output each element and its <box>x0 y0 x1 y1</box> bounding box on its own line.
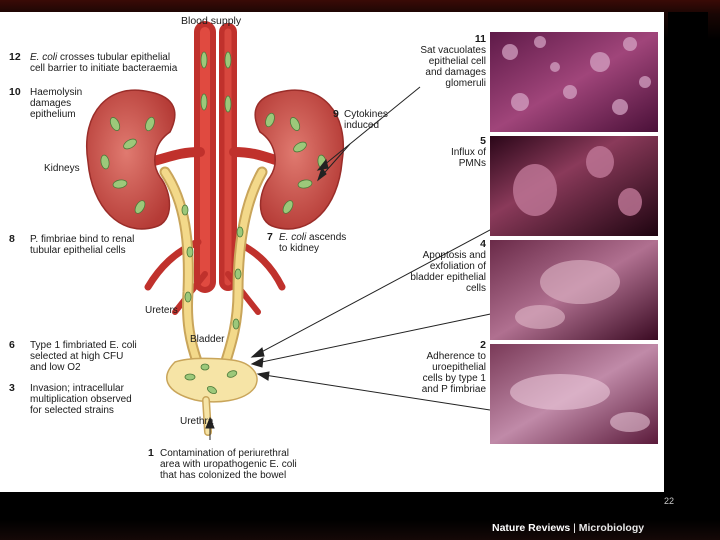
ureters-label: Ureters <box>145 305 178 316</box>
bacteria <box>100 51 327 395</box>
slide-edge-strip <box>668 12 708 492</box>
step-7: 7 E. coli ascends to kidney <box>267 231 347 255</box>
step-3: 3 Invasion; intracellular multiplication… <box>9 382 132 417</box>
step-10: 10 Haemolysin damages epithelium <box>9 86 83 121</box>
step-11: 11 Sat vacuolates epithelial cell and da… <box>420 33 486 90</box>
micrograph-pmns <box>490 136 658 236</box>
step-4: 4 Apoptosis and exfoliation of bladder e… <box>410 238 486 295</box>
step-6: 6 Type 1 fimbriated E. coli selected at … <box>9 339 137 374</box>
urethra-label: Urethra <box>180 416 214 427</box>
credit-journal: Nature Reviews <box>492 522 571 534</box>
step-8: 8 P. fimbriae bind to renal tubular epit… <box>9 233 135 257</box>
step-1: 1 Contamination of periurethral area wit… <box>148 447 297 482</box>
bladder <box>166 357 258 436</box>
ureters <box>159 166 268 370</box>
journal-credit: Nature Reviews | Microbiology <box>492 522 644 534</box>
credit-separator: | <box>570 522 579 534</box>
credit-section: Microbiology <box>578 522 645 534</box>
anatomy-illustration <box>86 21 658 444</box>
right-kidney <box>254 89 344 230</box>
step-9: 9 Cytokines induced <box>333 108 388 132</box>
micrograph-apoptosis <box>490 240 658 340</box>
step-12: 12 E. coli crosses tubular epithelial ce… <box>9 51 178 75</box>
micrograph-adherence <box>490 344 658 444</box>
step-2: 2 Adherence to uroepithelial cells by ty… <box>421 339 486 396</box>
uti-pathogenesis-figure: Blood supply Kidneys Ureters Bladder Ure… <box>0 12 664 492</box>
kidneys-label: Kidneys <box>44 163 80 174</box>
blood-supply-label: Blood supply <box>181 15 242 27</box>
bladder-label: Bladder <box>190 334 225 345</box>
page-number: 22 <box>664 496 675 506</box>
step-5: 5 Influx of PMNs <box>450 135 486 170</box>
arrows <box>205 86 521 440</box>
micrograph-glomeruli <box>490 32 658 132</box>
